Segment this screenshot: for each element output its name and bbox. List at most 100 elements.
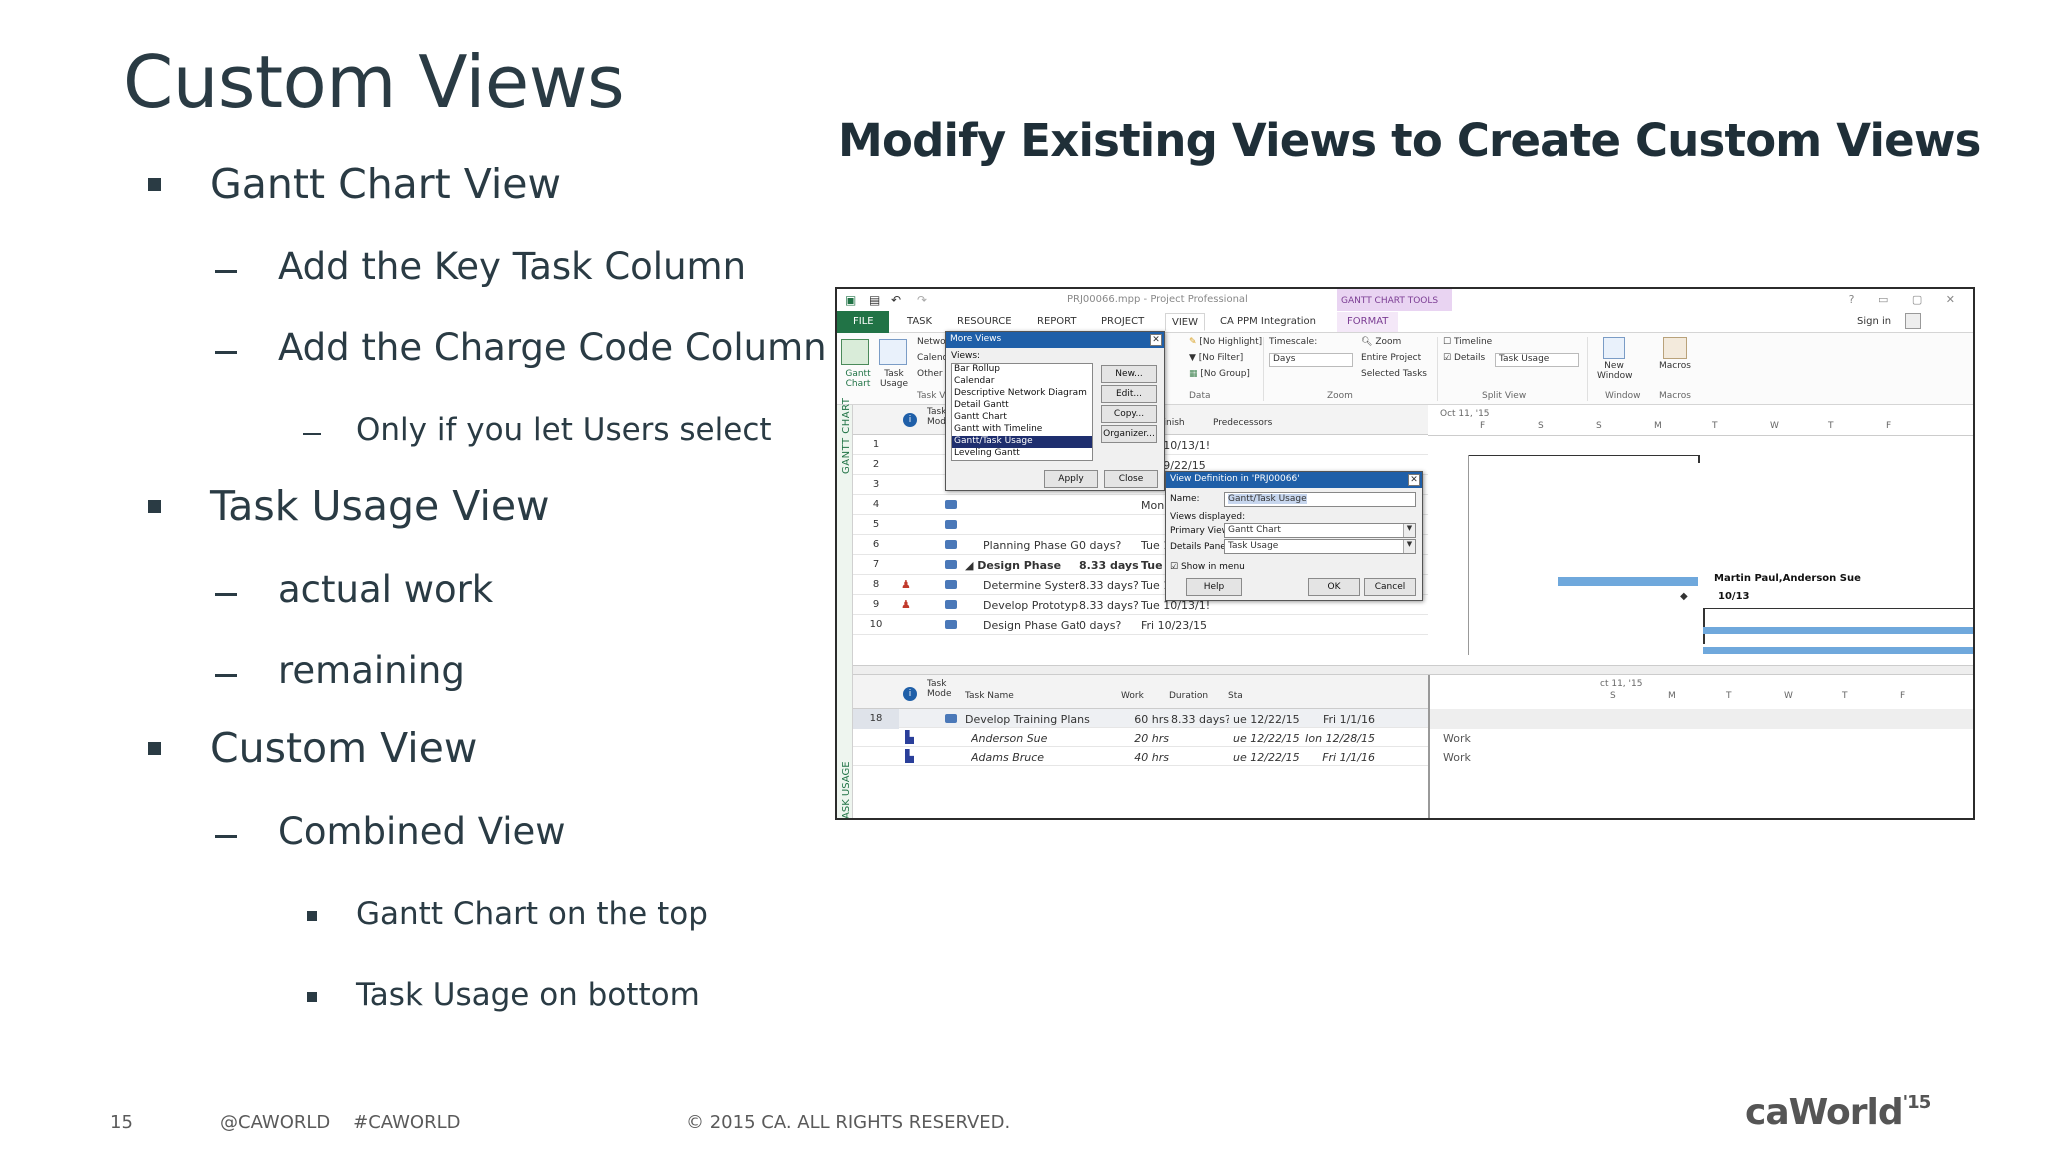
row-number[interactable]: 4: [872, 499, 880, 510]
gantt-task-bar[interactable]: [1558, 577, 1698, 586]
start-column-header[interactable]: Sta: [1228, 691, 1243, 701]
row-number[interactable]: 9: [872, 599, 880, 610]
close-icon[interactable]: ✕: [1408, 474, 1420, 486]
tab-format[interactable]: FORMAT: [1337, 312, 1399, 332]
highlight-dropdown[interactable]: ✎ [No Highlight]: [1189, 337, 1262, 347]
task-name-cell[interactable]: Planning Phase Ga: [983, 539, 1079, 552]
task-name-cell[interactable]: Anderson Sue: [971, 732, 1048, 745]
close-button[interactable]: Close: [1104, 470, 1158, 488]
list-item[interactable]: Gantt with Timeline: [954, 424, 1043, 434]
sign-in-link[interactable]: Sign in: [1857, 316, 1892, 327]
row-number[interactable]: [853, 728, 899, 748]
edit-view-button[interactable]: Edit...: [1101, 385, 1157, 403]
row-number[interactable]: 1: [872, 439, 880, 450]
work-cell[interactable]: 40 hrs: [1134, 751, 1169, 764]
undo-icon[interactable]: ↶: [891, 293, 902, 307]
zoom-button[interactable]: 🔍︎ Zoom: [1361, 337, 1401, 347]
finish-column-header[interactable]: Finish: [1159, 418, 1185, 428]
user-avatar-icon[interactable]: [1905, 313, 1921, 329]
task-name-cell[interactable]: Develop Prototype: [983, 599, 1079, 612]
timeline-checkbox[interactable]: ☐ Timeline: [1443, 337, 1493, 347]
list-item[interactable]: Milestone Date Rollup: [952, 460, 1092, 461]
macros-button[interactable]: Macros: [1659, 361, 1691, 371]
row-number[interactable]: 8: [872, 579, 880, 590]
gantt-task-bar[interactable]: [1703, 647, 1973, 654]
row-number[interactable]: 6: [872, 539, 880, 550]
finish-cell[interactable]: Fri 10/23/15: [1141, 619, 1208, 632]
primary-view-select[interactable]: Gantt Chart▼: [1224, 523, 1416, 538]
details-select[interactable]: Task Usage: [1495, 353, 1579, 367]
chevron-down-icon[interactable]: ▼: [1403, 524, 1415, 537]
row-number[interactable]: 3: [872, 479, 880, 490]
list-item[interactable]: Leveling Gantt: [954, 448, 1020, 458]
milestone-marker[interactable]: ◆: [1680, 591, 1688, 602]
work-cell[interactable]: 60 hrs: [1134, 713, 1169, 726]
duration-cell[interactable]: 0 days?: [1079, 619, 1122, 632]
task-usage-icon[interactable]: [879, 339, 907, 365]
task-mode-column-header[interactable]: Task Mode: [927, 407, 952, 427]
task-name-cell[interactable]: Develop Training Plans: [965, 713, 1090, 726]
row-number[interactable]: 2: [872, 459, 880, 470]
start-cell[interactable]: ue 12/22/15: [1233, 713, 1299, 726]
row-number[interactable]: 7: [872, 559, 880, 570]
gantt-task-bar[interactable]: [1703, 627, 1973, 634]
show-in-menu-checkbox[interactable]: ☑ Show in menu: [1170, 562, 1245, 572]
view-name-input[interactable]: Gantt/Task Usage: [1224, 492, 1416, 507]
finish-cell[interactable]: Fri 1/1/16: [1322, 713, 1375, 726]
task-name-cell[interactable]: Design Phase Gate: [983, 619, 1079, 632]
usage-cells[interactable]: [1430, 709, 1973, 729]
work-column-header[interactable]: Work: [1121, 691, 1144, 701]
gantt-chart-icon[interactable]: [841, 339, 869, 365]
start-cell[interactable]: ue 12/22/15: [1233, 751, 1299, 764]
new-window-icon[interactable]: [1603, 337, 1625, 359]
help-button[interactable]: Help: [1186, 578, 1242, 596]
row-number[interactable]: [853, 747, 899, 767]
task-name-column-header[interactable]: Task Name: [965, 691, 1014, 701]
duration-cell[interactable]: 8.33 days?: [1079, 599, 1139, 612]
network-diagram-button[interactable]: Network: [917, 337, 955, 347]
selected-tasks-button[interactable]: Selected Tasks: [1361, 369, 1427, 379]
chevron-down-icon[interactable]: ▼: [1403, 540, 1415, 553]
organizer-button[interactable]: Organizer...: [1101, 425, 1157, 443]
task-name-cell[interactable]: ◢ Design Phase: [965, 559, 1062, 572]
save-icon[interactable]: ▤: [869, 293, 881, 307]
finish-cell[interactable]: Tue 10/13/1!: [1141, 599, 1209, 612]
details-checkbox[interactable]: ☑ Details: [1443, 353, 1486, 363]
split-bar[interactable]: [853, 665, 1973, 675]
list-item[interactable]: Descriptive Network Diagram: [954, 388, 1087, 398]
timescale-select[interactable]: Days: [1269, 353, 1353, 367]
gantt-chart-button[interactable]: Gantt Chart: [845, 369, 871, 389]
tab-ca-ppm-integration[interactable]: CA PPM Integration: [1220, 316, 1316, 327]
row-number[interactable]: 18: [853, 709, 899, 729]
redo-icon[interactable]: ↷: [917, 293, 928, 307]
copy-view-button[interactable]: Copy...: [1101, 405, 1157, 423]
finish-cell[interactable]: Fri 1/1/16: [1322, 751, 1375, 764]
duration-cell[interactable]: 8.33 days?: [1171, 713, 1229, 726]
tab-resource[interactable]: RESOURCE: [957, 316, 1012, 327]
cancel-button[interactable]: Cancel: [1364, 578, 1416, 596]
tab-project[interactable]: PROJECT: [1101, 316, 1145, 327]
task-mode-column-header[interactable]: Task Mode: [927, 679, 952, 699]
duration-cell[interactable]: 0 days?: [1079, 539, 1122, 552]
macros-icon[interactable]: [1663, 337, 1687, 359]
list-item[interactable]: Gantt/Task Usage: [952, 436, 1092, 448]
row-number[interactable]: 10: [869, 619, 883, 630]
work-cell[interactable]: 20 hrs: [1134, 732, 1169, 745]
start-cell[interactable]: ue 12/22/15: [1233, 732, 1299, 745]
duration-cell[interactable]: 8.33 days?: [1079, 579, 1139, 592]
filter-dropdown[interactable]: ▼ [No Filter]: [1189, 353, 1243, 363]
task-name-cell[interactable]: Determine System: [983, 579, 1079, 592]
list-item[interactable]: Bar Rollup: [954, 364, 1001, 374]
calendar-button[interactable]: Calendar: [917, 353, 958, 363]
apply-button[interactable]: Apply: [1044, 470, 1098, 488]
window-controls[interactable]: ? ▭ ▢ ✕: [1848, 293, 1965, 306]
task-name-cell[interactable]: Adams Bruce: [971, 751, 1045, 764]
close-icon[interactable]: ✕: [1150, 334, 1162, 346]
predecessors-column-header[interactable]: Predecessors: [1213, 418, 1273, 428]
